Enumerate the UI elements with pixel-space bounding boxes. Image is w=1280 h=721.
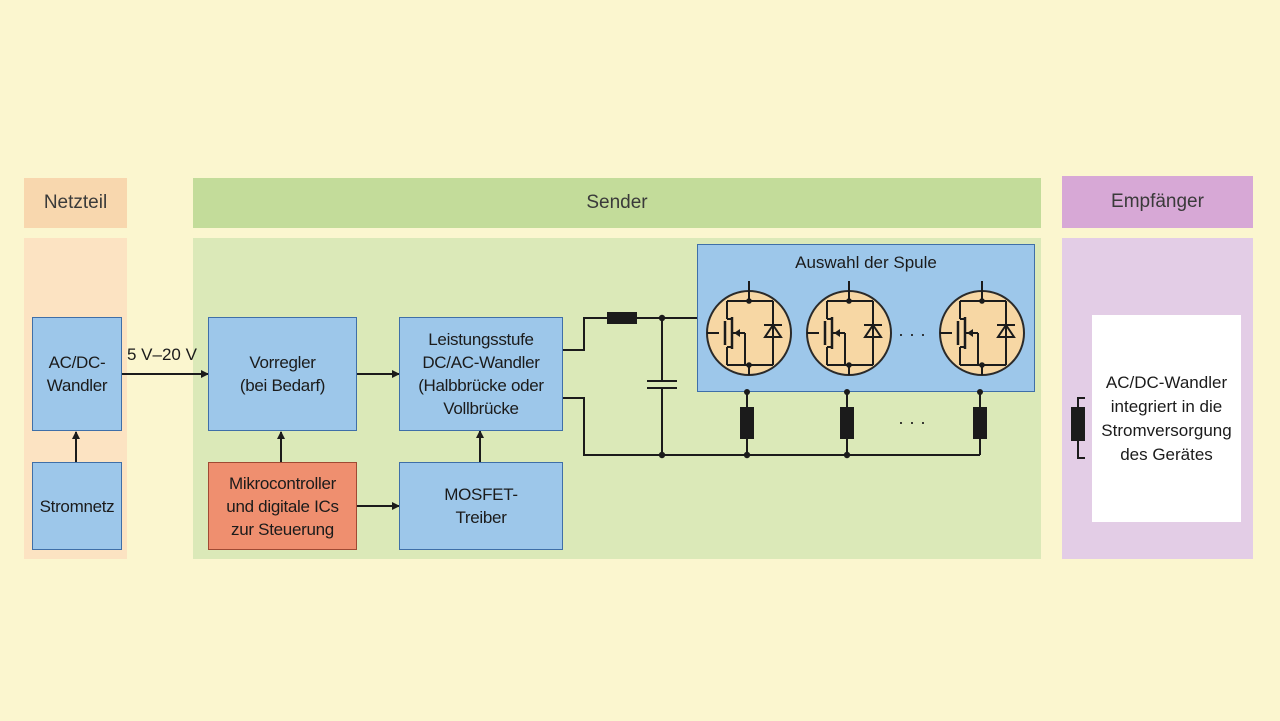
netzteil-header: Netzteil: [24, 178, 127, 228]
vorregler-block: Vorregler (bei Bedarf): [208, 317, 357, 431]
acdc-converter-block: AC/DC- Wandler: [32, 317, 122, 431]
coil-ellipsis: · · ·: [898, 412, 926, 432]
sender-header: Sender: [193, 178, 1041, 228]
mikrocontroller-block: Mikrocontroller und digitale ICs zur Ste…: [208, 462, 357, 550]
empfaenger-description: AC/DC-Wandler integriert in die Stromver…: [1092, 315, 1241, 522]
sender-header-label: Sender: [586, 192, 648, 213]
empfaenger-header: Empfänger: [1062, 176, 1253, 228]
stromnetz-block: Stromnetz: [32, 462, 122, 550]
empfaenger-header-label: Empfänger: [1111, 191, 1204, 212]
leistungsstufe-block: Leistungsstufe DC/AC-Wandler (Halbbrücke…: [399, 317, 563, 431]
mosfet-treiber-block: MOSFET- Treiber: [399, 462, 563, 550]
switch-ellipsis: · · ·: [898, 324, 926, 344]
coil-selection-title: Auswahl der Spule: [795, 253, 937, 272]
voltage-label: 5 V–20 V: [127, 345, 197, 364]
netzteil-header-label: Netzteil: [43, 192, 108, 213]
